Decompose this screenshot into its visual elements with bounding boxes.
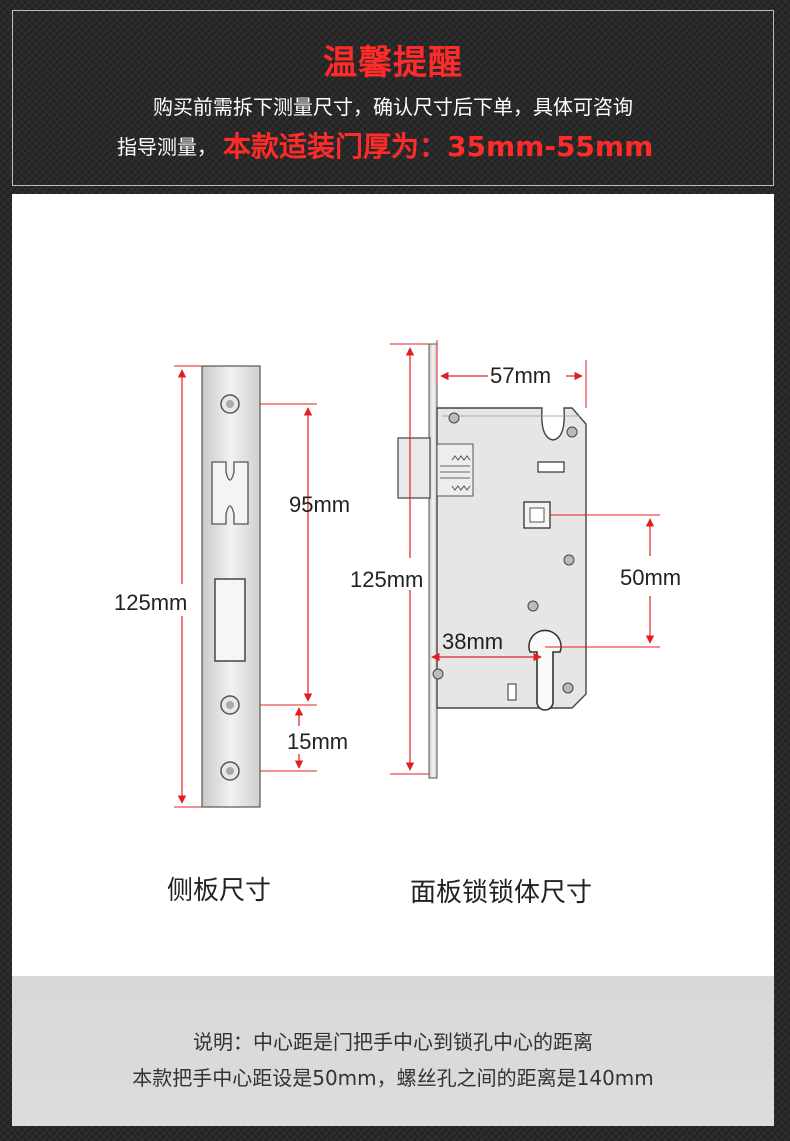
label-side-total: 125mm (114, 590, 187, 615)
label-lock-center: 50mm (620, 565, 681, 590)
spindle-square (529, 507, 545, 523)
label-lock-total: 125mm (350, 567, 423, 592)
notice-text-line2: 指导测量，本款适装门厚为：35mm-55mm (117, 125, 653, 165)
lock-body-drawing: 57mm 125mm 50mm 38mm (350, 340, 681, 779)
notice-title: 温馨提醒 (323, 43, 463, 83)
notice-text-line1: 购买前需拆下测量尺寸，确认尺寸后下单，具体可咨询 (153, 95, 633, 119)
screw-hole-middle-inner (226, 701, 234, 709)
side-plate-drawing: 125mm 95mm 15mm (114, 365, 350, 808)
latch-bolt (397, 437, 431, 499)
cylinder-hole (528, 629, 562, 711)
footer-line1: 说明：中心距是门把手中心到锁孔中心的距离 (193, 1030, 593, 1054)
latch-opening (211, 461, 249, 525)
label-side-top: 95mm (289, 492, 350, 517)
label-lock-width: 57mm (490, 363, 551, 388)
label-lock-backset: 38mm (442, 629, 503, 654)
screw-hole-top-inner (226, 400, 234, 408)
side-plate (201, 365, 261, 808)
caption-lock-body: 面板锁锁体尺寸 (410, 878, 593, 908)
footer-line2: 本款把手中心距设是50mm，螺丝孔之间的距离是140mm (132, 1066, 654, 1090)
notice-box: 温馨提醒 购买前需拆下测量尺寸，确认尺寸后下单，具体可咨询 指导测量，本款适装门… (12, 10, 774, 186)
notice-line2-prefix: 指导测量， (117, 134, 217, 159)
footer-note: 说明：中心距是门把手中心到锁孔中心的距离 本款把手中心距设是50mm，螺丝孔之间… (12, 976, 774, 1126)
slot-top (537, 461, 565, 473)
deadbolt-opening (214, 578, 246, 662)
caption-side-plate: 侧板尺寸 (167, 876, 272, 906)
lock-dimension-diagram: 125mm 95mm 15mm (114, 340, 681, 808)
door-thickness-highlight: 本款适装门厚为：35mm-55mm (223, 130, 654, 163)
label-side-bottom: 15mm (287, 729, 348, 754)
screw-hole-bottom-inner (226, 767, 234, 775)
diagram-panel: 125mm 95mm 15mm (12, 194, 774, 976)
lock-faceplate (428, 343, 438, 779)
